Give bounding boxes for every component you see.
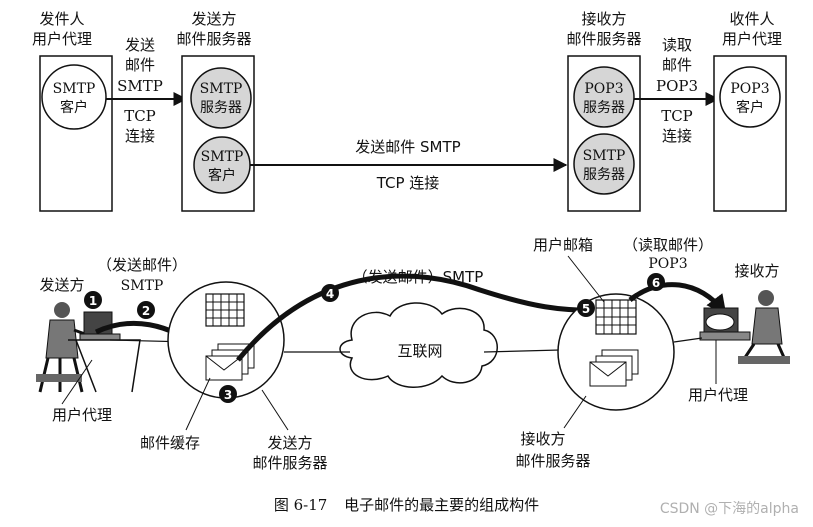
step-6-text: 6 <box>652 276 660 290</box>
sender-smtp-server-line1: SMTP <box>200 81 243 97</box>
receiver-user-agent: 收件人 用户代理 POP3 客户 <box>713 10 787 212</box>
mailbox-label: 用户邮箱 <box>533 236 593 254</box>
sender-smtp-server-circle <box>190 67 252 129</box>
read-link-labels: 读取 邮件 POP3 TCP 连接 <box>656 36 698 145</box>
step-badge-4: 4 <box>321 284 339 302</box>
mail-cache-pointer <box>185 377 211 431</box>
read-link-line5: 连接 <box>662 127 692 145</box>
sender-mail-server: 发送方 邮件服务器 SMTP 服务器 SMTP 客户 <box>176 10 255 212</box>
internet-smtp-arrow <box>236 273 614 362</box>
send-link-line5: 连接 <box>125 127 155 145</box>
receiver-computer-icon <box>699 307 751 341</box>
receiver-mailbox-grid-icon <box>595 299 637 335</box>
sender-smtp-client-circle <box>193 136 251 194</box>
send-link-line1: 发送 <box>125 36 155 54</box>
sender-smtp-server-line2: 服务器 <box>200 100 242 116</box>
step-badge-1: 1 <box>84 291 102 309</box>
sender-mailbox-grid-icon <box>205 293 245 327</box>
send-mail-label-line2: SMTP <box>121 278 164 294</box>
step-5-text: 5 <box>582 302 590 316</box>
receiver-mail-server-node <box>557 293 675 411</box>
send-link-line3: SMTP <box>117 77 163 95</box>
receiver-server-pointer <box>563 395 587 429</box>
figure-title: 电子邮件的最主要的组成构件 <box>344 496 540 514</box>
step-4-text: 4 <box>326 287 334 301</box>
receiver-agent-line2: 用户代理 <box>722 30 782 48</box>
step-2-text: 2 <box>142 304 150 318</box>
bottom-sender-label: 发送方 <box>39 276 84 294</box>
sender-smtp-client-line1: SMTP <box>201 149 244 165</box>
pop3-server-line1: POP3 <box>584 81 623 97</box>
pop3-server-circle <box>573 66 635 128</box>
step-badge-3: 3 <box>219 385 237 403</box>
sender-mail-server-node <box>167 281 285 399</box>
receiver-server-line1: 接收方 <box>520 430 565 448</box>
sender-smtp-client-line2: 客户 <box>208 167 236 184</box>
step-3-text: 3 <box>224 388 232 402</box>
step-badge-2: 2 <box>137 301 155 319</box>
send-mail-label-line1: （发送邮件） <box>97 256 187 274</box>
sender-user-agent: 发件人 用户代理 SMTP 客户 <box>32 10 113 212</box>
step-1-text: 1 <box>89 294 97 308</box>
receiver-smtp-server-line2: 服务器 <box>583 167 625 183</box>
receiver-server-title1: 接收方 <box>581 10 626 28</box>
receiver-server-line2: 邮件服务器 <box>515 452 590 470</box>
receiver-lan-line <box>673 337 703 343</box>
receiver-smtp-server-line1: SMTP <box>583 148 626 164</box>
pop3-client-line2: 客户 <box>736 99 764 116</box>
mail-cache-envelopes-icon <box>205 343 255 381</box>
mail-cache-label: 邮件缓存 <box>140 434 200 452</box>
sender-server-pointer <box>261 389 289 431</box>
server-to-receiver-arrow <box>628 282 727 316</box>
receiver-envelopes-icon <box>589 349 639 387</box>
pop3-client-line1: POP3 <box>730 81 769 97</box>
watermark: CSDN @下海的alpha <box>659 501 799 517</box>
lan-line-right <box>483 349 561 353</box>
smtp-client-line1: SMTP <box>53 81 96 97</box>
receiver-server-title2: 邮件服务器 <box>566 30 641 48</box>
sender-server-line2: 邮件服务器 <box>252 454 327 472</box>
sender-server-title1: 发送方 <box>191 10 236 28</box>
mailbox-pointer <box>567 255 605 303</box>
sender-agent-line1: 发件人 <box>39 10 84 28</box>
receiver-agent-line1: 收件人 <box>729 10 774 28</box>
pop3-client-circle <box>719 66 781 128</box>
read-link-line4: TCP <box>661 107 693 125</box>
receiver-mail-server: 接收方 邮件服务器 POP3 服务器 SMTP 服务器 <box>566 10 642 212</box>
user-agent-left-pointer <box>61 359 93 405</box>
figure-number: 图 6-17 <box>273 496 328 514</box>
sender-server-title2: 邮件服务器 <box>176 30 251 48</box>
internet-label: （发送邮件）SMTP <box>353 268 484 286</box>
read-mail-label-line1: （读取邮件） <box>623 236 713 254</box>
internet-text: 互联网 <box>397 342 442 360</box>
smtp-client-line2: 客户 <box>60 99 88 116</box>
read-link-line2: 邮件 <box>662 56 692 74</box>
step-badge-5: 5 <box>577 299 595 317</box>
sender-server-line1: 发送方 <box>267 434 312 452</box>
read-link-line1: 读取 <box>662 36 692 54</box>
receiver-smtp-server-circle <box>573 133 635 195</box>
step-badge-6: 6 <box>647 273 665 291</box>
internet-cloud-icon <box>339 302 498 388</box>
read-mail-label-line2: POP3 <box>648 256 687 272</box>
receiver-person-icon <box>738 290 790 364</box>
user-agent-right-label: 用户代理 <box>688 386 748 404</box>
send-link-line4: TCP <box>124 107 156 125</box>
bottom-receiver-label: 接收方 <box>734 262 779 280</box>
send-link-labels: 发送 邮件 SMTP TCP 连接 <box>117 36 163 145</box>
pop3-server-line2: 服务器 <box>583 100 625 116</box>
sender-agent-line2: 用户代理 <box>32 30 92 48</box>
middle-link-top: 发送邮件 SMTP <box>355 138 460 156</box>
send-link-line2: 邮件 <box>125 56 155 74</box>
figure-caption: 图 6-17 电子邮件的最主要的组成构件 <box>0 494 813 515</box>
middle-link-bottom: TCP 连接 <box>376 174 440 192</box>
smtp-client-circle <box>41 64 107 130</box>
user-agent-left-label: 用户代理 <box>52 406 112 424</box>
read-link-line3: POP3 <box>656 77 698 95</box>
